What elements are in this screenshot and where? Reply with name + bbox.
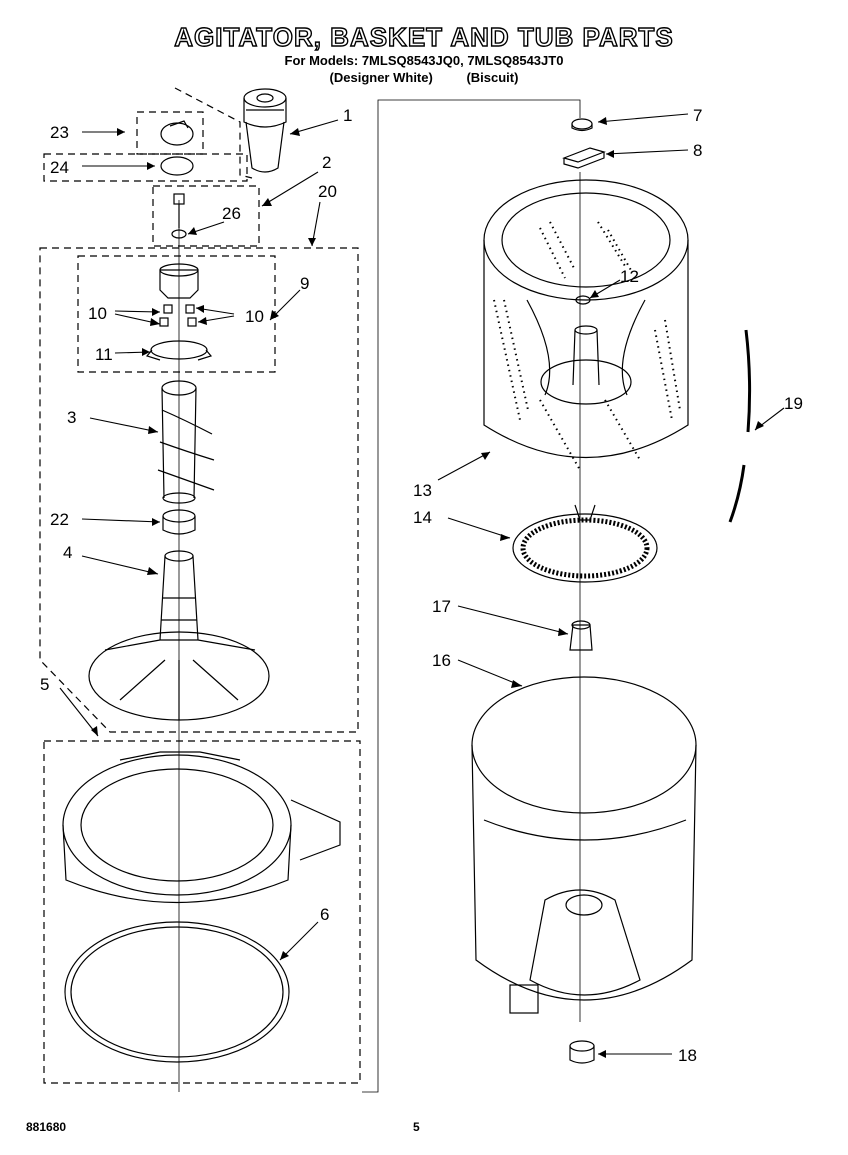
part-13-basket bbox=[483, 179, 689, 459]
part-4-agitator-base bbox=[88, 550, 270, 721]
part-23-cap bbox=[160, 120, 194, 146]
box-20 bbox=[39, 247, 359, 733]
callout-12: 12 bbox=[620, 267, 639, 286]
arrowheads bbox=[91, 117, 764, 1058]
models-line: For Models: 7MLSQ8543JQ0, 7MLSQ8543JT0 bbox=[284, 53, 564, 68]
callout-26: 26 bbox=[222, 204, 241, 223]
callout-19: 19 bbox=[784, 394, 803, 413]
part-3-auger bbox=[157, 380, 215, 504]
callout-10-left: 10 bbox=[88, 304, 107, 323]
callout-23: 23 bbox=[50, 123, 69, 142]
part-22-bearing bbox=[162, 509, 196, 535]
callout-20: 20 bbox=[318, 182, 337, 201]
callout-6: 6 bbox=[320, 905, 329, 924]
box-24 bbox=[43, 153, 248, 182]
callout-1: 1 bbox=[343, 106, 352, 125]
callout-3: 3 bbox=[67, 408, 76, 427]
part-9-cam bbox=[145, 263, 213, 361]
part-17-bushing bbox=[569, 620, 593, 651]
callout-14: 14 bbox=[413, 508, 432, 527]
callout-16: 16 bbox=[432, 651, 451, 670]
part-14-brake bbox=[512, 504, 658, 583]
part-7-nut bbox=[571, 118, 593, 132]
part-11-ring bbox=[150, 340, 208, 360]
callout-9: 9 bbox=[300, 274, 309, 293]
document-number: 881680 bbox=[26, 1120, 67, 1134]
part-1-dispenser bbox=[243, 88, 287, 173]
box-23 bbox=[136, 111, 204, 155]
leader-1-dashed bbox=[174, 87, 253, 179]
variant-designer-white: (Designer White) bbox=[329, 70, 433, 85]
part-6-seal bbox=[64, 921, 290, 1063]
callout-13: 13 bbox=[413, 481, 432, 500]
callout-7: 7 bbox=[693, 106, 702, 125]
callout-11: 11 bbox=[95, 345, 113, 364]
part-5-tub-ring bbox=[62, 751, 341, 904]
callout-8: 8 bbox=[693, 141, 702, 160]
leader-lines bbox=[59, 113, 785, 1055]
callout-24: 24 bbox=[50, 158, 69, 177]
model-info: For Models: 7MLSQ8543JQ0, 7MLSQ8543JT0 (… bbox=[0, 52, 848, 86]
callout-2: 2 bbox=[322, 153, 331, 172]
callout-22: 22 bbox=[50, 510, 69, 529]
part-26-bolt bbox=[171, 193, 187, 239]
callout-labels: 1 2 3 4 5 6 7 8 9 10 10 11 12 13 14 16 1… bbox=[40, 106, 803, 1065]
part-19-tube bbox=[728, 329, 752, 523]
basket-perforations bbox=[493, 221, 681, 471]
part-18-nut bbox=[569, 1040, 595, 1064]
callout-17: 17 bbox=[432, 597, 451, 616]
callout-10-right: 10 bbox=[245, 307, 264, 326]
part-16-outer-tub bbox=[471, 676, 697, 1014]
box-26 bbox=[152, 185, 260, 247]
part-24-ring bbox=[160, 156, 194, 176]
callout-18: 18 bbox=[678, 1046, 697, 1065]
callout-4: 4 bbox=[63, 543, 72, 562]
part-8-clip bbox=[562, 147, 606, 169]
centre-lines bbox=[178, 99, 581, 1093]
callout-5: 5 bbox=[40, 675, 49, 694]
box-5 bbox=[43, 740, 361, 1084]
variant-biscuit: (Biscuit) bbox=[466, 70, 519, 85]
page-title: AGITATOR, BASKET AND TUB PARTS bbox=[174, 21, 674, 52]
page-number: 5 bbox=[413, 1120, 420, 1134]
group-boxes bbox=[39, 87, 361, 1084]
